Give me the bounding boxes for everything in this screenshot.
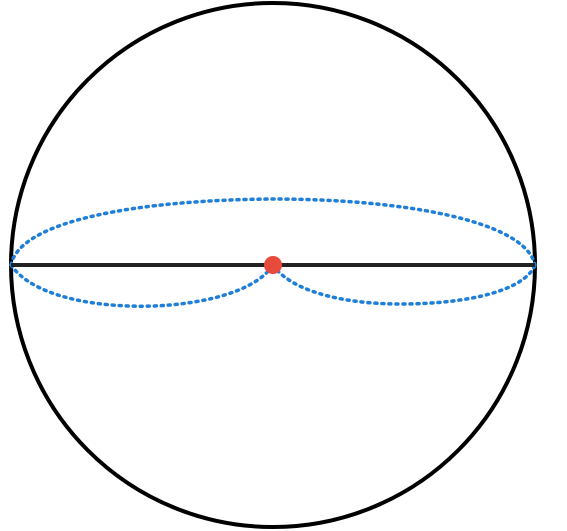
lower-right-dotted-lobe — [271, 263, 537, 306]
center-point — [264, 256, 282, 274]
lower-left-dotted-lobe — [9, 263, 275, 308]
upper-dotted-arc — [9, 197, 537, 267]
